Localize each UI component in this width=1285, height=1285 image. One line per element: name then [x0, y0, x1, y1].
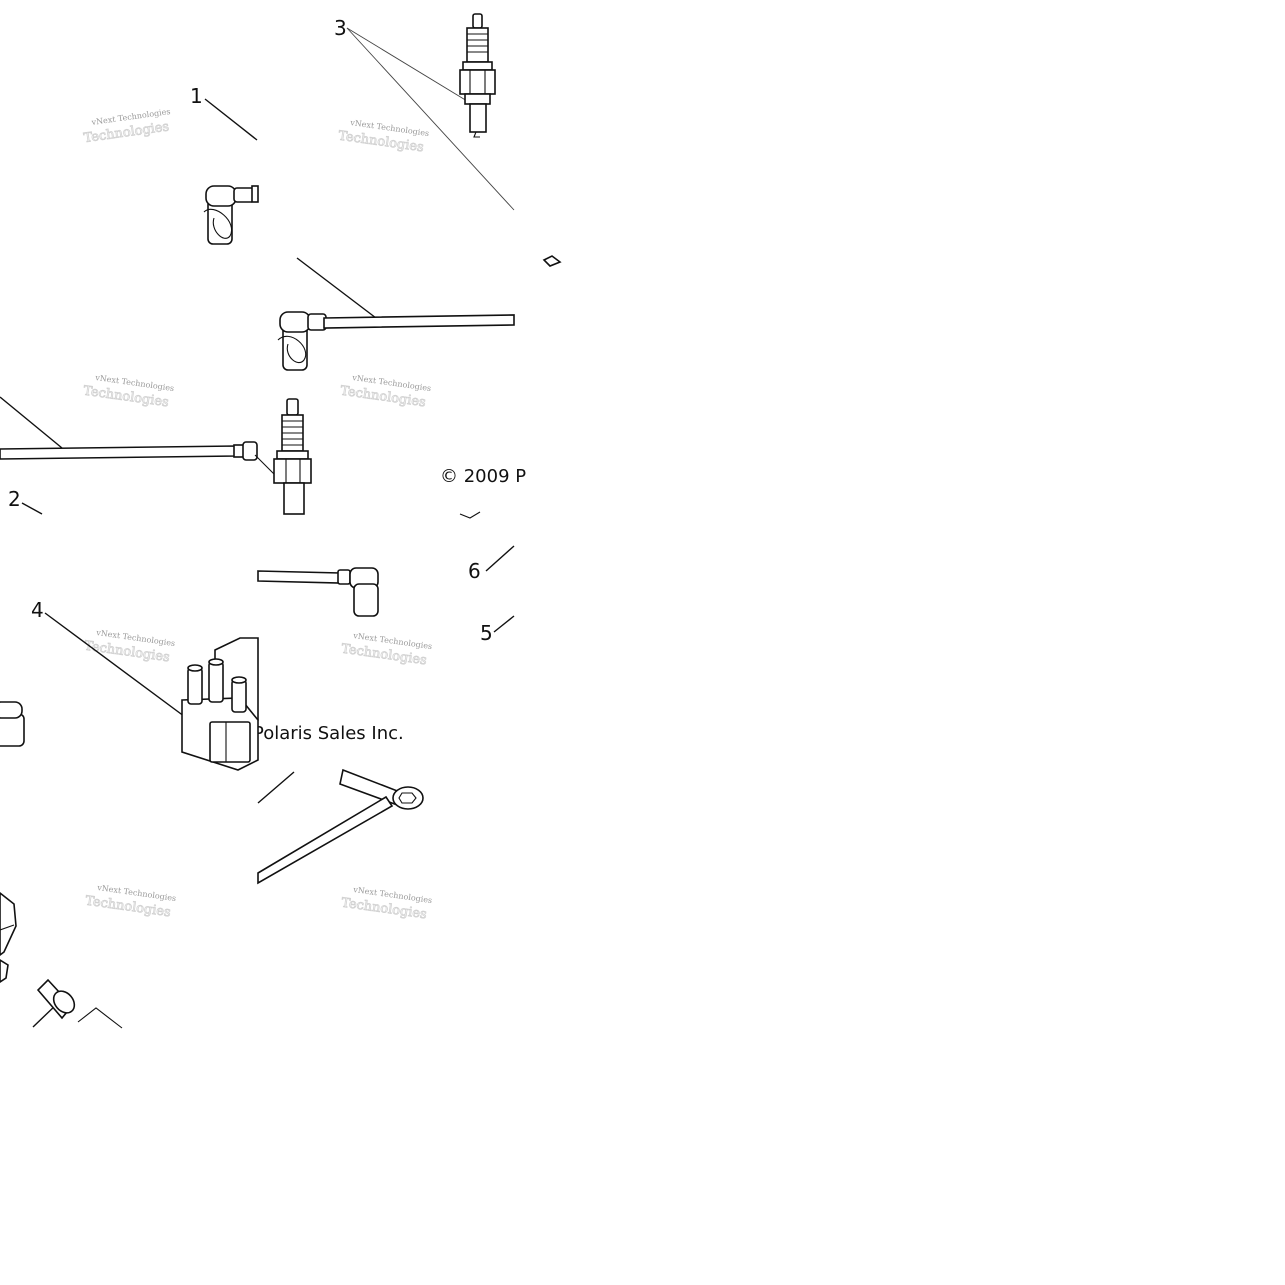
- spark-plug-top: [459, 13, 496, 138]
- copyright-line-1: © 2009 P: [440, 466, 526, 487]
- spark-plug-cap-left: [0, 701, 25, 747]
- callout-2: 2: [8, 487, 21, 511]
- small-clip: [542, 255, 562, 267]
- callout-6: 6: [468, 559, 481, 583]
- coil-fragment-bottom: [0, 891, 17, 983]
- ignition-wire-3: [257, 567, 379, 617]
- callout-1: 1: [190, 84, 203, 108]
- ignition-wire-2: [0, 441, 301, 501]
- ignition-coil: [181, 637, 259, 771]
- bolt: [257, 768, 424, 885]
- callout-3: 3: [334, 16, 347, 40]
- ignition-wire-1: [277, 311, 515, 371]
- callout-4: 4: [31, 598, 44, 622]
- sleeve: [36, 978, 123, 1029]
- spark-plug-cap-1: [203, 185, 259, 245]
- leader-lines: [0, 27, 515, 1028]
- spark-plug-middle: [273, 398, 312, 515]
- copyright-line-2: Polaris Sales Inc.: [253, 723, 404, 744]
- small-part-6: [459, 511, 481, 519]
- callout-5: 5: [480, 621, 493, 645]
